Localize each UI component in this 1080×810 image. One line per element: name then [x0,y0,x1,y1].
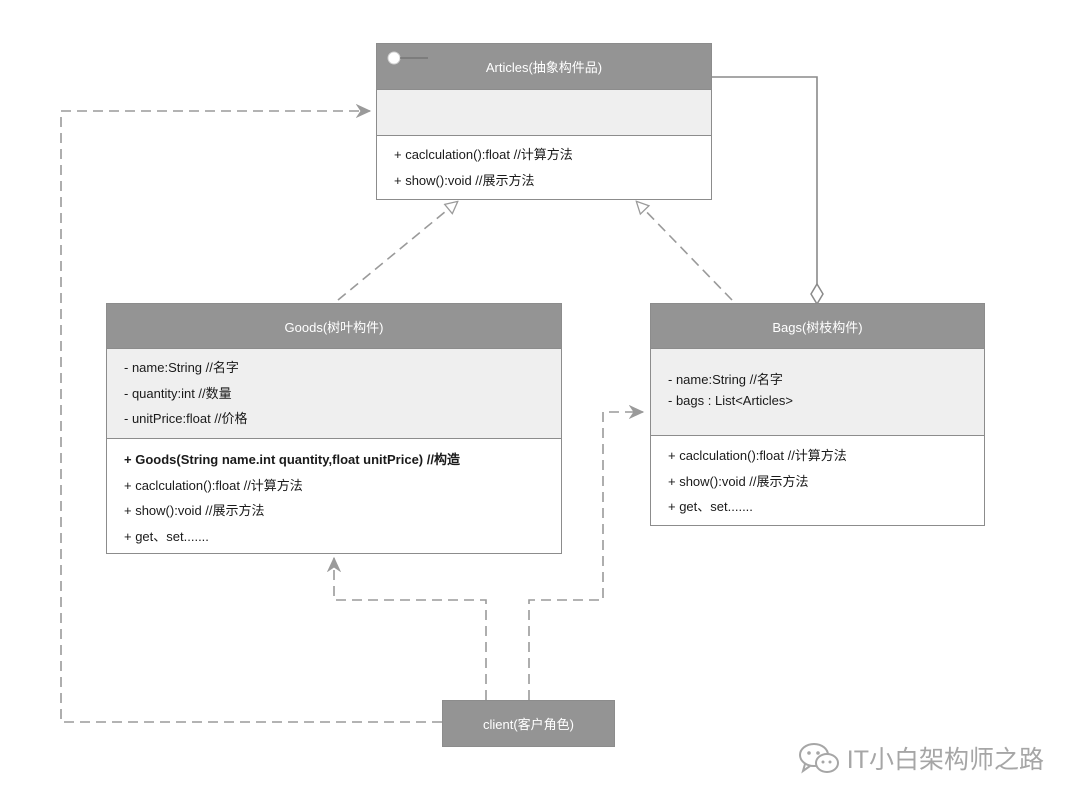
goods-op-getset: + get、set....... [124,528,209,544]
articles-op-calculation: + caclculation():float //计算方法 [394,147,573,162]
articles-operations: + caclculation():float //计算方法 + show():v… [377,136,711,193]
abstract-marker-icon [387,51,428,65]
articles-class: Articles(抽象构件品) + caclculation():float /… [376,43,712,200]
articles-header: Articles(抽象构件品) [377,44,711,90]
goods-attr-name: - name:String //名字 [124,360,239,375]
goods-title: Goods(树叶构件) [284,319,384,335]
goods-realization-line [337,202,457,301]
aggregation-diamond [810,282,824,306]
bags-op-show: + show():void //展示方法 [668,473,809,489]
goods-class: Goods(树叶构件) - name:String //名字 - quantit… [106,303,562,554]
client-label: client(客户角色) [482,717,574,732]
wechat-icon [798,743,839,774]
bags-operations: + caclculation():float //计算方法 + show():v… [651,436,984,520]
articles-title: Articles(抽象构件品) [485,60,603,75]
bags-attr-name: - name:String //名字 [668,372,783,387]
goods-attr-unitprice: - unitPrice:float //价格 [124,411,248,426]
bags-class: Bags(树枝构件) - name:String //名字 - bags : L… [650,303,985,526]
goods-op-calculation: + caclculation():float //计算方法 [124,477,303,493]
bags-realization-line [637,202,733,301]
bags-op-getset: + get、set....... [668,499,753,514]
articles-op-show: + show():void //展示方法 [394,172,535,188]
goods-op-show: + show():void //展示方法 [124,503,265,518]
bags-attr-list: - bags : List<Articles> [668,393,793,408]
goods-operations: + Goods(String name.int quantity,float u… [107,439,561,549]
goods-attr-quantity: - quantity:int //数量 [124,385,232,401]
articles-attributes [377,90,711,136]
client-bags-dependency [528,412,643,700]
goods-attributes: - name:String //名字 - quantity:int //数量 -… [107,349,561,439]
client-goods-dependency [334,558,487,700]
bags-op-calculation: + caclculation():float //计算方法 [668,448,847,463]
bags-attributes: - name:String //名字 - bags : List<Article… [651,349,984,436]
watermark-text: IT小白架构师之路 [846,746,1044,774]
bags-header: Bags(树枝构件) [651,304,984,349]
goods-op-constructor: + Goods(String name.int quantity,float u… [124,452,460,467]
bags-title: Bags(树枝构件) [772,319,863,335]
client-box: client(客户角色) [442,700,615,747]
aggregation-line [712,76,818,285]
goods-header: Goods(树叶构件) [107,304,561,349]
watermark: IT小白架构师之路 [797,740,1044,776]
